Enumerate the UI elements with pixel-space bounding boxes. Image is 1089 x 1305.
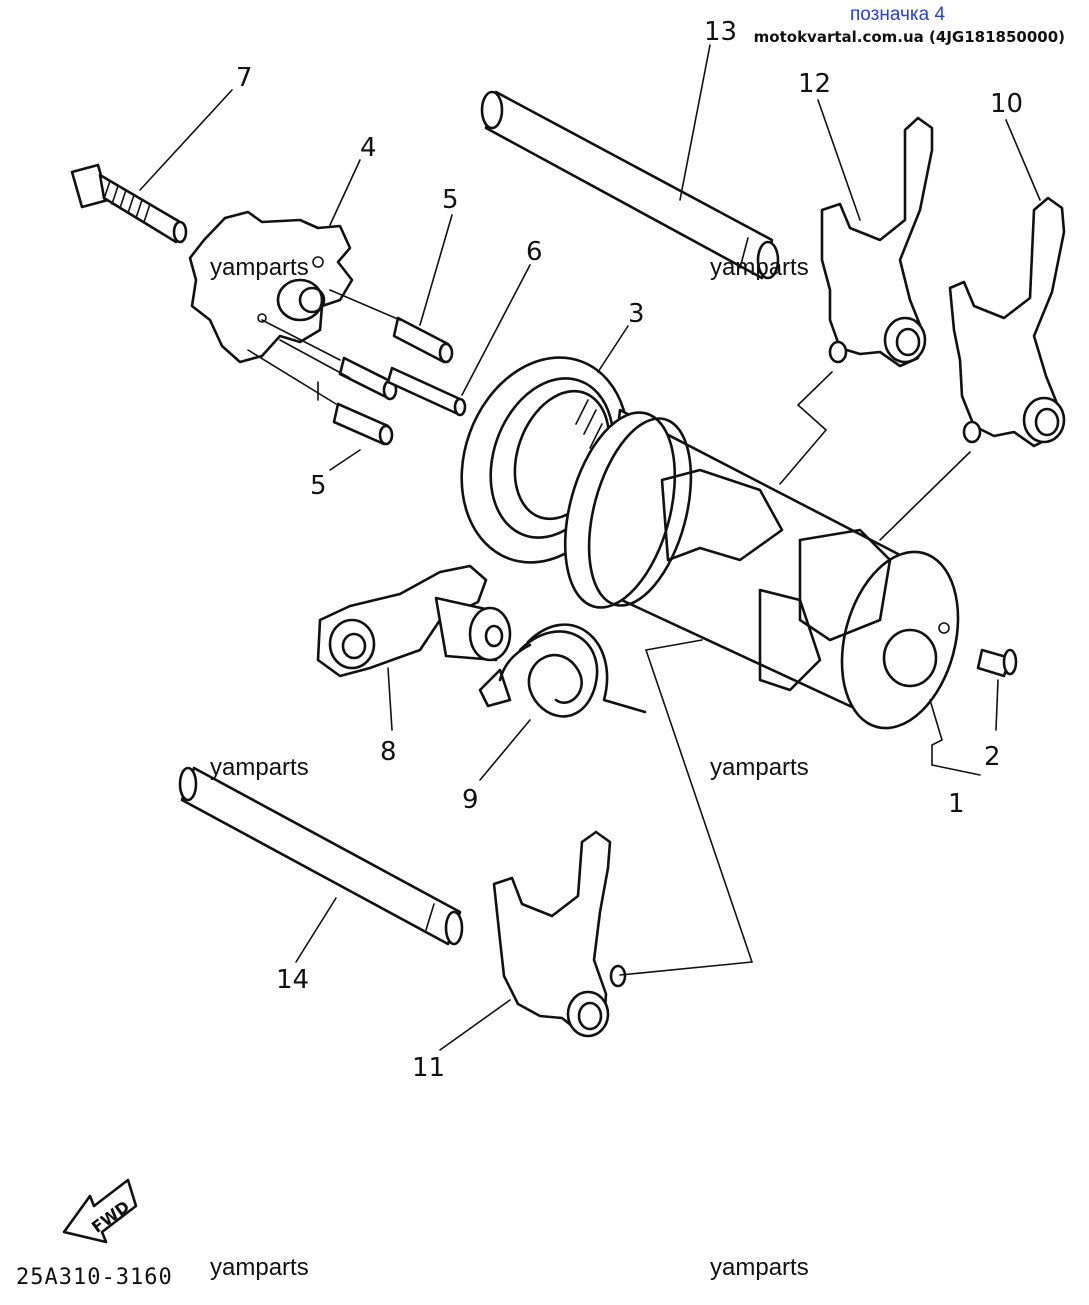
watermark: yamparts bbox=[210, 254, 309, 281]
callout-9: 9 bbox=[462, 785, 479, 815]
callout-5-lower: 5 bbox=[310, 471, 327, 501]
callout-11: 11 bbox=[412, 1053, 445, 1083]
fwd-arrow-icon: FWD bbox=[62, 1178, 138, 1244]
callout-7: 7 bbox=[236, 63, 253, 93]
part-8-stopper-lever bbox=[316, 564, 512, 678]
reference-mark-link[interactable]: позначка 4 bbox=[850, 4, 946, 25]
part-2-pin bbox=[976, 648, 1018, 678]
watermark: yamparts bbox=[210, 1254, 309, 1281]
diagram-code: 25A310-3160 bbox=[16, 1265, 173, 1290]
watermark: yamparts bbox=[710, 254, 809, 281]
callout-5-upper: 5 bbox=[442, 185, 459, 215]
watermark: yamparts bbox=[710, 754, 809, 781]
assembly-lines-segment bbox=[247, 289, 401, 405]
callout-2: 2 bbox=[984, 742, 1001, 772]
part-5-pin-upper bbox=[392, 316, 454, 364]
callout-10: 10 bbox=[990, 89, 1023, 119]
part-7-bolt bbox=[70, 163, 188, 244]
watermarks: yamparts yamparts yamparts yamparts yamp… bbox=[210, 254, 809, 1281]
part-6-long-pin bbox=[386, 366, 467, 417]
part-4-shift-segment bbox=[188, 210, 354, 364]
part-12-shift-fork bbox=[820, 116, 934, 368]
leader-lines bbox=[139, 44, 1041, 1051]
part-5-pin-middle bbox=[338, 356, 398, 401]
part-13-guide-bar-upper bbox=[480, 90, 780, 280]
part-11-shift-fork bbox=[492, 830, 627, 1038]
callout-12: 12 bbox=[798, 69, 831, 99]
callout-6: 6 bbox=[526, 237, 543, 267]
part-9-torsion-spring bbox=[478, 623, 647, 718]
part-10-shift-fork bbox=[948, 196, 1066, 448]
part-1-shift-drum bbox=[563, 408, 960, 730]
callout-14: 14 bbox=[276, 965, 309, 995]
watermark: yamparts bbox=[210, 754, 309, 781]
callout-numbers: 1 2 3 4 5 5 6 7 8 9 10 11 12 13 14 bbox=[236, 17, 1023, 1083]
watermark: yamparts bbox=[710, 1254, 809, 1281]
part-5-pin-lower bbox=[332, 402, 394, 446]
callout-3: 3 bbox=[628, 299, 645, 329]
callout-13: 13 bbox=[704, 17, 737, 47]
callout-8: 8 bbox=[380, 737, 397, 767]
callout-4: 4 bbox=[360, 133, 377, 163]
part-14-guide-bar-lower bbox=[178, 766, 464, 946]
callout-1: 1 bbox=[948, 789, 965, 819]
source-label: motokvartal.com.ua (4JG181850000) bbox=[753, 28, 1065, 46]
